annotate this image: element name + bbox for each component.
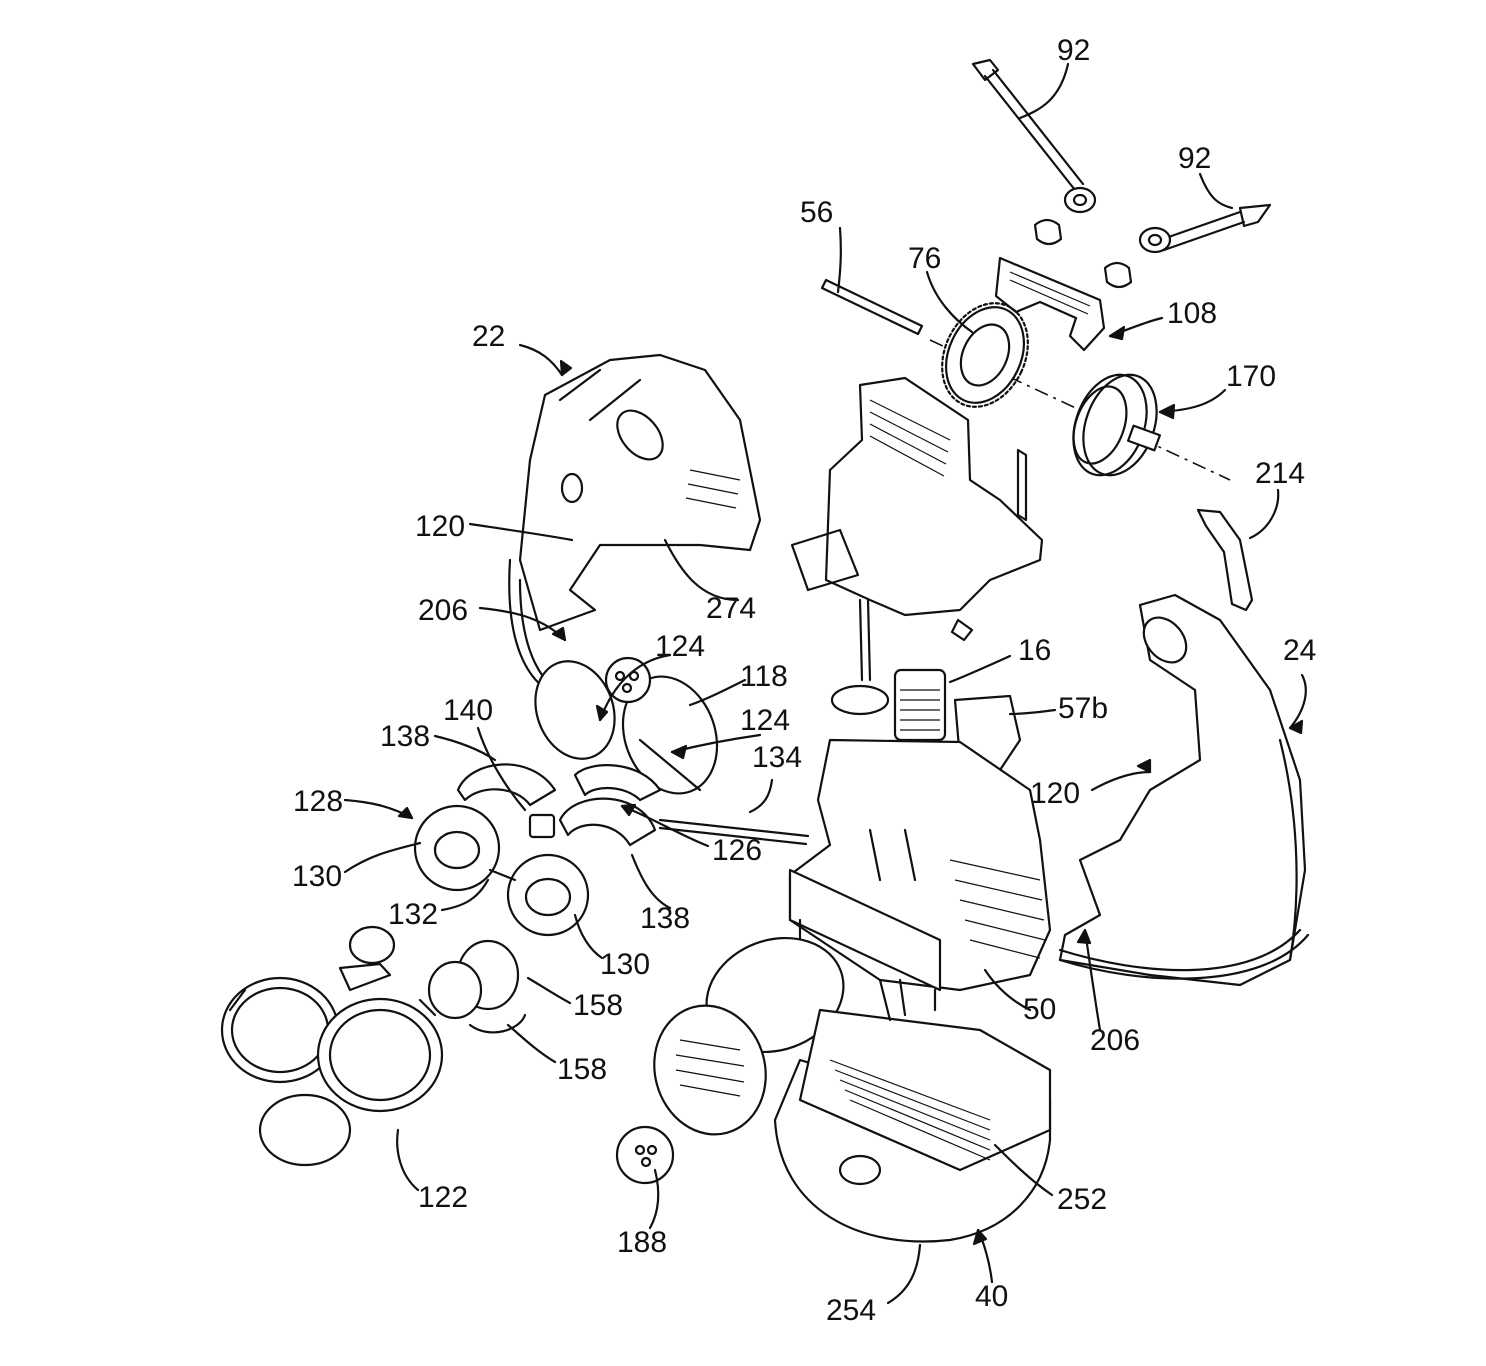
- central-frame: [790, 376, 1044, 682]
- label-158-lower: 158: [557, 1053, 607, 1086]
- label-138-upper: 138: [380, 720, 430, 753]
- label-108: 108: [1167, 297, 1217, 330]
- bezel-122: [220, 976, 444, 1167]
- motor-16: [830, 668, 947, 742]
- label-120-right: 120: [1030, 777, 1080, 810]
- label-124-lower: 124: [740, 704, 790, 737]
- label-132: 132: [388, 898, 438, 931]
- label-252: 252: [1057, 1183, 1107, 1216]
- housing-22: [508, 353, 762, 706]
- connector-140: [528, 813, 556, 839]
- label-92-upper: 92: [1057, 34, 1090, 67]
- bottom-base-40: [773, 978, 1052, 1243]
- rod-134: [658, 818, 810, 846]
- label-22: 22: [472, 320, 505, 353]
- label-134: 134: [752, 741, 802, 774]
- base-plate-50: [788, 738, 1052, 1012]
- eyeballs-130: [413, 804, 590, 937]
- iris-discs: [338, 925, 396, 992]
- arrowheads: [397, 325, 1304, 1246]
- label-122: 122: [418, 1181, 468, 1214]
- rod-92-lower: [1103, 203, 1272, 289]
- clip-214: [1196, 508, 1254, 612]
- label-92-lower: 92: [1178, 142, 1211, 175]
- reference-labels: 92 92 56 76 108 170 214 22 120 274 206 1…: [292, 34, 1316, 1327]
- lens-frame-118: [534, 656, 719, 795]
- label-140: 140: [443, 694, 493, 727]
- label-130-left: 130: [292, 860, 342, 893]
- label-170: 170: [1226, 360, 1276, 393]
- label-118: 118: [740, 660, 788, 693]
- label-56: 56: [800, 196, 833, 229]
- gear-76: [941, 302, 1029, 408]
- label-158-upper: 158: [573, 989, 623, 1022]
- rod-92-upper: [971, 58, 1097, 246]
- label-24: 24: [1283, 634, 1316, 667]
- label-274: 274: [706, 592, 756, 625]
- label-76: 76: [908, 242, 941, 275]
- label-126: 126: [712, 834, 762, 867]
- label-188: 188: [617, 1226, 667, 1259]
- pupil-parts-158: [427, 939, 527, 1034]
- label-206-left: 206: [418, 594, 468, 627]
- label-120-left: 120: [415, 510, 465, 543]
- shaft-56: [820, 278, 924, 336]
- label-128: 128: [293, 785, 343, 818]
- label-206-right: 206: [1090, 1024, 1140, 1057]
- speaker-188: [615, 1004, 767, 1185]
- bracket-108: [994, 256, 1106, 352]
- label-254: 254: [826, 1294, 876, 1327]
- label-40: 40: [975, 1280, 1008, 1313]
- pulley-170: [1072, 373, 1161, 477]
- label-57b: 57b: [1058, 692, 1108, 725]
- label-124-upper: 124: [655, 630, 705, 663]
- label-138-lower: 138: [640, 902, 690, 935]
- label-130-right: 130: [600, 948, 650, 981]
- label-16: 16: [1018, 634, 1051, 667]
- label-50: 50: [1023, 993, 1056, 1026]
- label-214: 214: [1255, 457, 1305, 490]
- housing-24: [1058, 593, 1310, 987]
